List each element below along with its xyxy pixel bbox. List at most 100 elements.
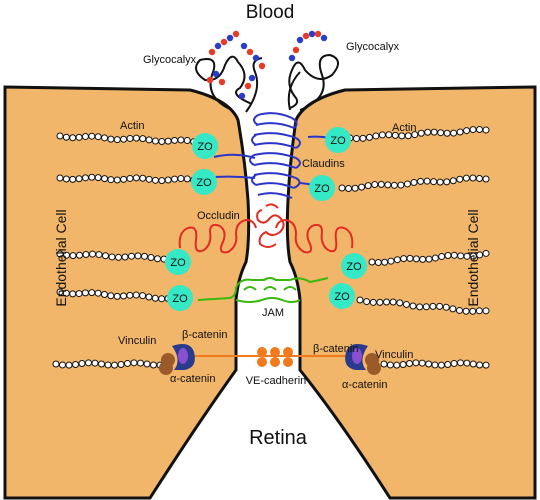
actin-bead: [438, 253, 446, 261]
actin-bead: [469, 252, 477, 260]
actin-bead: [145, 175, 153, 183]
sugar-bead: [308, 30, 316, 38]
actin-bead: [52, 360, 60, 368]
actin-bead: [393, 256, 401, 264]
catenin-complex-left: [159, 344, 195, 375]
actin-bead: [150, 361, 157, 369]
ve-cadherin-label: VE-cadherin: [246, 375, 307, 387]
actin-bead: [126, 174, 134, 182]
actin-bead: [352, 135, 360, 143]
right-endothelial-cell: [285, 85, 537, 500]
actin-bead: [91, 359, 99, 367]
actin-bead: [134, 252, 142, 260]
sugar-bead: [288, 54, 296, 62]
retina-label: Retina: [249, 427, 308, 449]
actin-bead: [437, 129, 445, 137]
actin-bead: [402, 300, 410, 308]
actin-bead: [371, 181, 379, 189]
actin-bead: [385, 131, 393, 139]
actin-bead: [475, 307, 483, 315]
endothelial-left-label: Endothelial Cell: [53, 209, 69, 306]
actin-bead: [59, 361, 66, 369]
actin-bead: [183, 137, 191, 145]
actin-bead: [469, 174, 477, 182]
zo-protein: ZO: [192, 133, 218, 159]
zo-label: ZO: [314, 183, 330, 195]
actin-bead: [456, 175, 464, 183]
actin-bead: [368, 258, 376, 266]
actin-bead: [396, 299, 404, 307]
actin-bead: [124, 359, 131, 367]
actin-bead: [389, 298, 397, 306]
vinculin-right-label: Vinculin: [375, 349, 413, 361]
sugar-bead: [226, 34, 234, 42]
zo-label: ZO: [196, 177, 212, 189]
actin-bead: [412, 255, 420, 263]
actin-bead: [102, 252, 109, 260]
actin-bead: [449, 177, 457, 185]
actin-bead: [132, 291, 140, 299]
actin-bead: [418, 359, 426, 367]
actin-bead: [158, 295, 166, 303]
actin-bead: [400, 255, 408, 263]
sugar-bead: [232, 30, 240, 38]
actin-chain: [338, 174, 490, 192]
actin-bead: [63, 251, 70, 259]
glycocalyx-left-label: Glycocalyx: [143, 54, 197, 66]
actin-bead: [476, 361, 484, 369]
sugar-bead: [246, 48, 254, 56]
actin-bead: [154, 255, 161, 263]
zo-protein: ZO: [191, 169, 217, 195]
actin-bead: [107, 135, 115, 143]
actin-bead: [482, 175, 490, 183]
sugar-bead: [252, 54, 260, 62]
actin-bead: [419, 255, 427, 263]
actin-bead: [404, 132, 412, 140]
actin-bead: [463, 359, 471, 367]
alpha-catenin-left-label: α-catenin: [170, 373, 216, 385]
actin-bead: [436, 302, 444, 310]
actin-bead: [147, 254, 155, 262]
claudins: [213, 112, 331, 199]
zo-circle: [191, 169, 217, 195]
actin-bead: [417, 129, 425, 137]
zo-circle: [325, 127, 351, 153]
actin-bead: [171, 136, 179, 144]
sugar-bead: [208, 48, 216, 56]
actin-bead: [406, 254, 414, 262]
actin-bead: [139, 135, 147, 143]
sugar-bead: [244, 82, 252, 90]
actin-bead: [78, 359, 86, 367]
actin-bead: [482, 307, 490, 315]
ve-cadherin: [190, 347, 350, 367]
actin-bead: [115, 253, 122, 261]
actin-bead: [397, 181, 405, 189]
actin-bead: [113, 292, 121, 300]
jam-label: JAM: [262, 307, 284, 319]
actin-bead: [89, 250, 96, 258]
zo-protein: ZO: [325, 127, 351, 153]
actin-bead: [356, 296, 364, 304]
actin-bead: [126, 134, 134, 142]
actin-bead: [345, 184, 353, 192]
actin-bead: [132, 174, 140, 182]
actin-bead: [121, 253, 129, 261]
zo-circle: [192, 133, 218, 159]
actin-bead: [482, 126, 490, 134]
actin-bead: [463, 127, 471, 135]
actin-bead: [376, 298, 384, 306]
actin-bead: [151, 176, 159, 184]
actin-bead: [111, 361, 118, 369]
actin-bead: [113, 176, 121, 184]
actin-bead: [151, 294, 159, 302]
beta-catenin-right-label: β-catenin: [313, 343, 358, 355]
actin-bead: [425, 360, 433, 368]
zo-label: ZO: [346, 261, 362, 273]
actin-bead: [365, 133, 373, 141]
actin-bead: [363, 298, 371, 306]
actin-bead: [81, 289, 89, 297]
sugar-bead: [214, 42, 222, 50]
actin-bead: [107, 292, 115, 300]
